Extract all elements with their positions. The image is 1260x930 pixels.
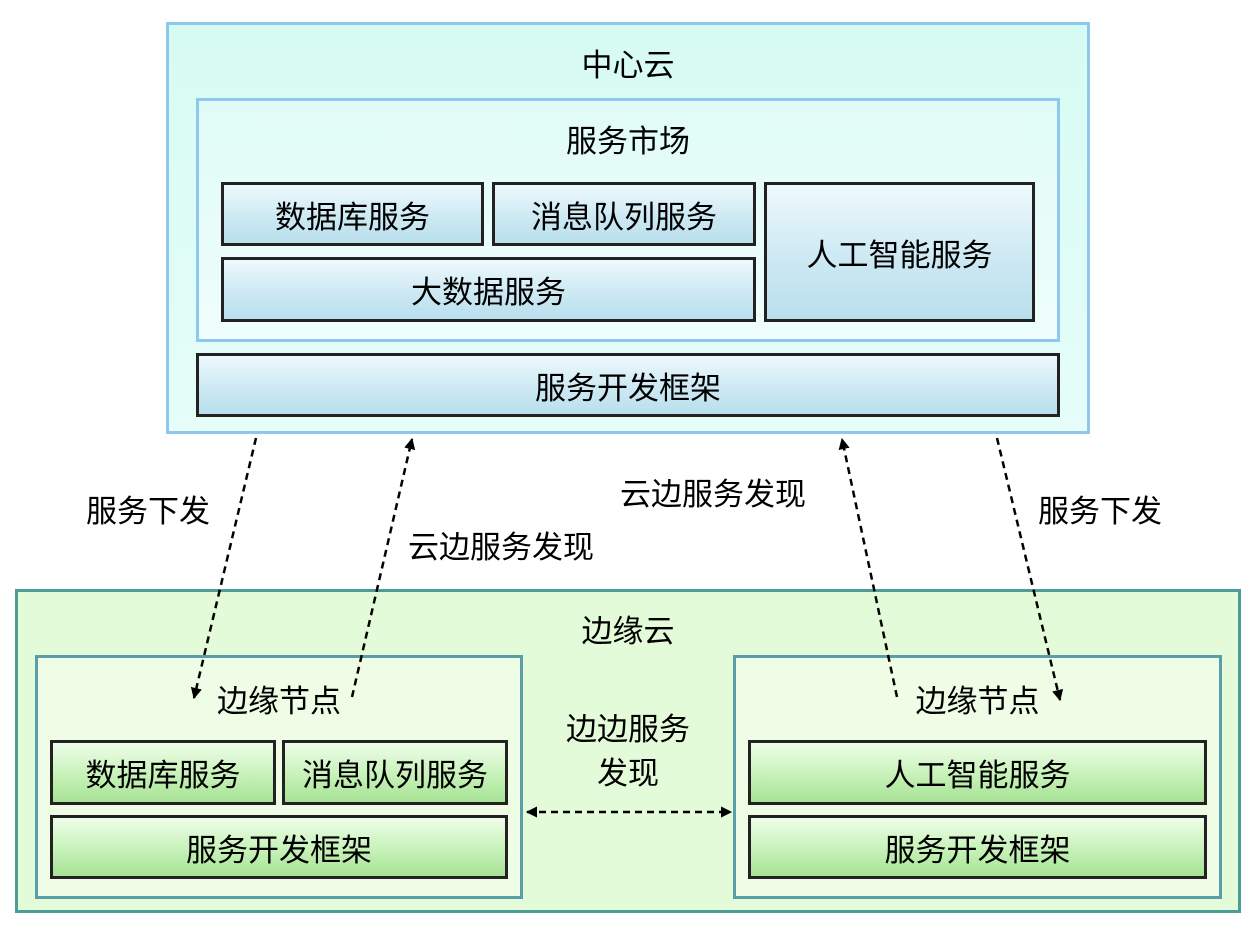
right-distribute-label: 服务下发	[1038, 494, 1162, 530]
edge-edge-discovery-label-line1: 边边服务	[566, 711, 690, 748]
market-big-data-service: 大数据服务	[221, 257, 756, 322]
left-discovery-label: 云边服务发现	[408, 530, 594, 566]
right-node-framework: 服务开发框架	[748, 815, 1207, 879]
market-message-queue-service: 消息队列服务	[492, 182, 756, 246]
left-distribute-label: 服务下发	[86, 494, 210, 530]
right-edge-node-title: 边缘节点	[915, 683, 1040, 720]
right-discovery-label: 云边服务发现	[620, 477, 806, 513]
left-node-database-service: 数据库服务	[50, 740, 276, 805]
edge-edge-discovery-label-line2: 发现	[597, 755, 659, 792]
market-ai-service: 人工智能服务	[764, 182, 1035, 322]
center-framework: 服务开发框架	[196, 353, 1060, 417]
right-discovery-arrow	[838, 437, 899, 698]
edge-cloud-title: 边缘云	[581, 613, 675, 650]
left-node-message-queue-service: 消息队列服务	[282, 740, 508, 805]
service-market-title: 服务市场	[566, 123, 690, 160]
left-distribute-arrow	[190, 437, 258, 700]
left-node-framework: 服务开发框架	[50, 815, 508, 879]
market-database-service: 数据库服务	[221, 182, 484, 246]
center-cloud-title: 中心云	[581, 47, 675, 84]
right-distribute-arrow	[995, 437, 1064, 702]
left-discovery-arrow	[350, 437, 416, 698]
right-node-ai-service: 人工智能服务	[748, 740, 1207, 805]
left-edge-node-title: 边缘节点	[217, 683, 341, 720]
